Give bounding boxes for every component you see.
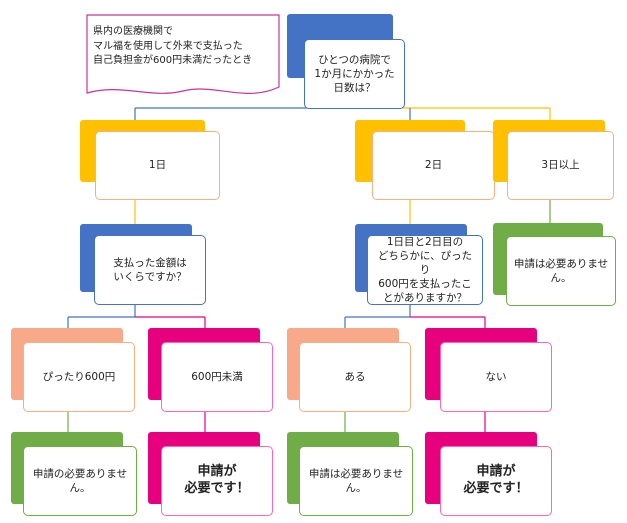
answer-exact600: ぴったり600円 — [23, 342, 135, 412]
exact600-question: 1日目と2日目の どちらかに、ぴったり 600円を支払ったこ とがありますか？ — [367, 235, 483, 305]
day-two-label: 2日 — [372, 131, 495, 200]
day-three-label: 3日以上 — [507, 131, 614, 200]
result-exact600: 申請の必要ありませ ん。 — [23, 446, 137, 516]
answer-yes: ある — [299, 342, 411, 412]
root-question: ひとつの病院で 1か月にかかった 日数は？ — [304, 39, 405, 109]
result-three-plus: 申請は必要ありませ ん。 — [506, 236, 616, 306]
note-text: 県内の医療機関で マル福を使用して外来で支払った 自己負担金が600円未満だった… — [93, 26, 253, 66]
answer-under600: 600円未満 — [161, 342, 273, 412]
result-no: 申請が 必要です！ — [440, 446, 552, 516]
note-banner-shape — [86, 14, 280, 94]
day-one-label: 1日 — [95, 131, 220, 200]
condition-note: 県内の医療機関で マル福を使用して外来で支払った 自己負担金が600円未満だった… — [85, 13, 281, 99]
result-under600: 申請が 必要です！ — [161, 446, 273, 516]
amount-question: 支払った金額は いくらですか？ — [94, 235, 206, 305]
result-yes: 申請は必要ありませ ん。 — [299, 446, 413, 516]
answer-no: ない — [440, 342, 552, 412]
